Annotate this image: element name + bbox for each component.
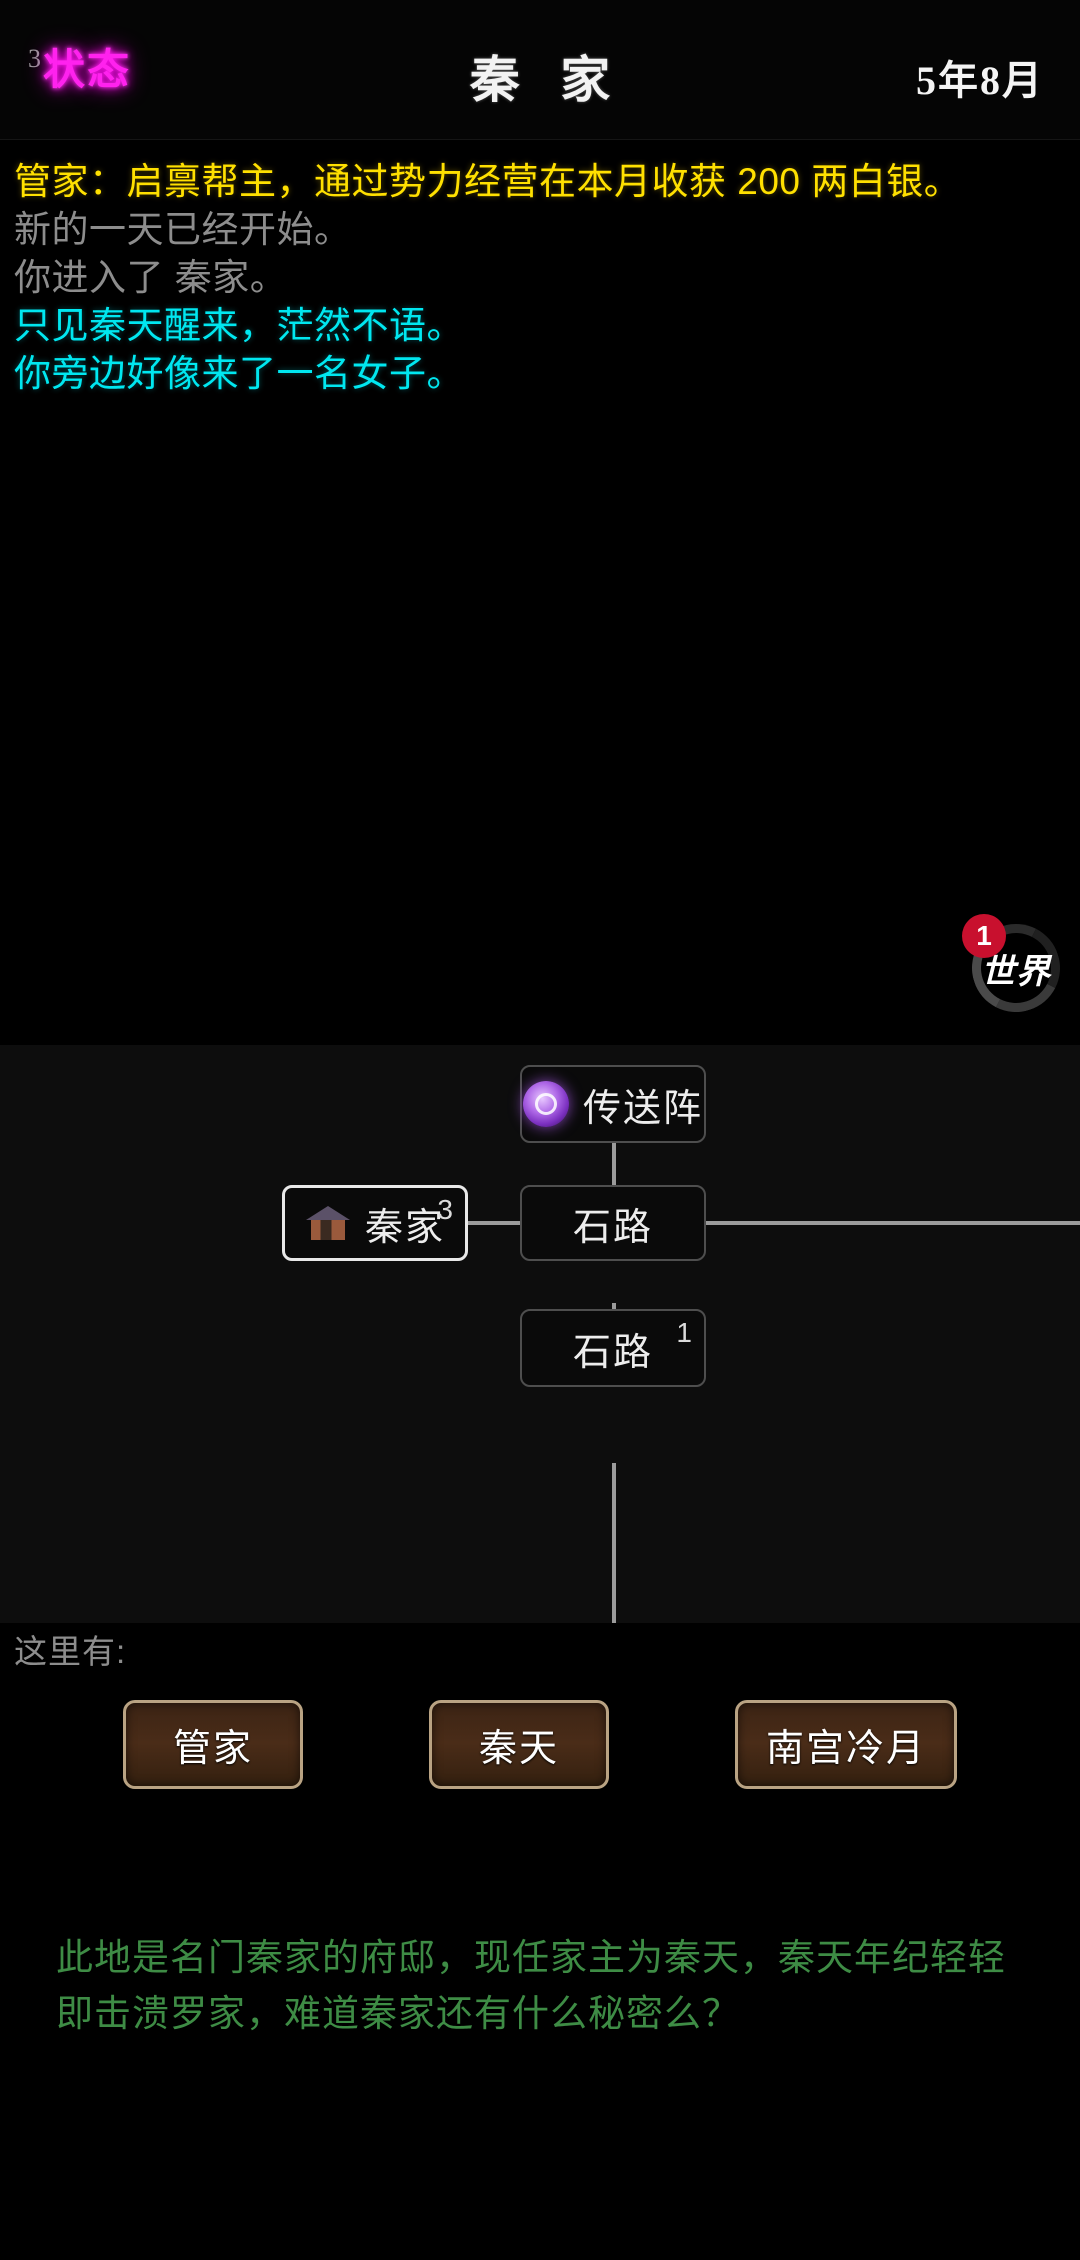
npc-button[interactable]: 管家 — [122, 1700, 303, 1789]
teleport-icon — [522, 1081, 569, 1127]
map-node-count: 1 — [676, 1317, 692, 1348]
map-node-stone-road-2[interactable]: 石路 1 — [520, 1309, 706, 1387]
area-map[interactable]: 传送阵 秦家 3 石路 石路 1 — [0, 1045, 1080, 1623]
status-button[interactable]: 3 状态 — [28, 46, 132, 94]
map-node-label: 传送阵 — [582, 1087, 703, 1130]
map-node-label: 秦家 — [364, 1206, 445, 1249]
app-header: 3 状态 秦 家 5年8月 — [0, 0, 1080, 140]
log-line: 你旁边好像来了一名女子。 — [14, 353, 464, 394]
here-label: 这里有: — [14, 1633, 127, 1670]
map-node-stone-road-1[interactable]: 石路 — [520, 1185, 706, 1261]
world-badge: 1 — [962, 914, 1006, 958]
location-description: 此地是名门秦家的府邸，现任家主为秦天，秦天年纪轻轻即击溃罗家，难道秦家还有什么秘… — [56, 1937, 1006, 2034]
house-icon — [305, 1200, 351, 1246]
log-line: 你进入了 秦家。 — [14, 257, 288, 298]
map-edge — [468, 1221, 524, 1225]
npc-button[interactable]: 南宫冷月 — [734, 1700, 957, 1789]
log-line: 只见秦天醒来，茫然不语。 — [14, 305, 464, 346]
world-button-label: 世界 — [981, 953, 1051, 991]
npc-button[interactable]: 秦天 — [428, 1700, 609, 1789]
map-edge — [612, 1143, 616, 1225]
map-node-count: 3 — [437, 1194, 453, 1225]
status-badge: 3 — [28, 44, 41, 73]
world-button[interactable]: 1 世界 — [960, 912, 1072, 1024]
log-line: 管家：启禀帮主，通过势力经营在本月收获 200 两白银。 — [14, 161, 962, 202]
status-label: 状态 — [43, 48, 132, 94]
map-node-label: 石路 — [572, 1206, 653, 1249]
message-log[interactable]: 管家：启禀帮主，通过势力经营在本月收获 200 两白银。 新的一天已经开始。 你… — [0, 150, 1080, 1040]
page-title: 秦 家 — [469, 52, 625, 108]
game-date: 5年8月 — [916, 58, 1044, 103]
map-node-qinjia[interactable]: 秦家 3 — [282, 1185, 468, 1261]
npc-list: 管家 秦天 南宫冷月 — [0, 1700, 1080, 1789]
map-node-teleport[interactable]: 传送阵 — [520, 1065, 706, 1143]
map-edge — [704, 1221, 1080, 1225]
map-node-label: 石路 — [572, 1331, 653, 1374]
log-line: 新的一天已经开始。 — [14, 209, 352, 250]
map-edge — [612, 1463, 616, 1623]
